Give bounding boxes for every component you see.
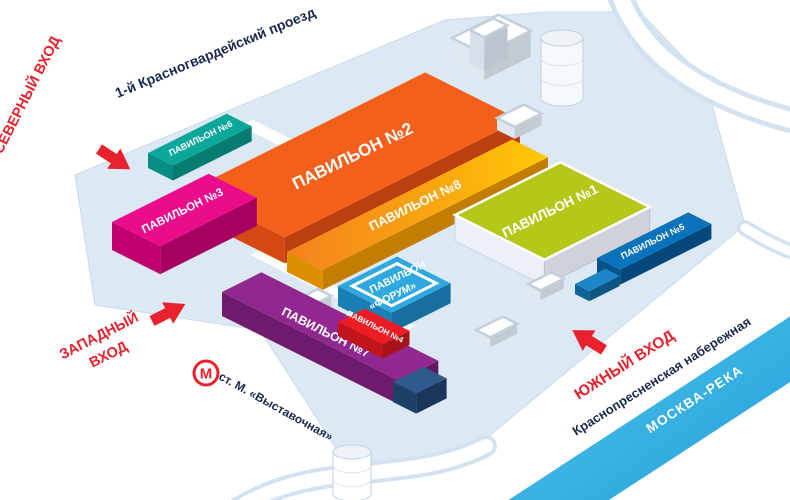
face-left xyxy=(476,330,491,348)
face-front-shade xyxy=(382,330,410,359)
entrance-north-label: СЕВЕРНЫЙ ВХОД xyxy=(0,32,64,156)
roof xyxy=(287,139,548,270)
pav5-annex xyxy=(575,268,620,302)
white-south xyxy=(473,315,520,348)
pavilion-4: ПАВИЛЬОН №4 xyxy=(338,308,410,359)
roof xyxy=(525,271,567,292)
cylinder-rib xyxy=(540,77,584,87)
face-left xyxy=(222,292,399,405)
glass-block xyxy=(393,366,447,414)
face-front xyxy=(589,276,620,302)
entrance-north-arrow-icon xyxy=(96,144,131,170)
face-left xyxy=(452,38,485,81)
roof xyxy=(338,256,451,313)
roof xyxy=(148,113,252,166)
roof xyxy=(467,17,511,39)
tank xyxy=(540,29,584,107)
cylinder-rib xyxy=(332,479,372,488)
roof xyxy=(112,173,257,247)
moskva-river xyxy=(508,316,790,500)
entrance-west-arrow-icon xyxy=(149,302,186,326)
white-east xyxy=(525,271,567,301)
face-front-shade xyxy=(322,157,548,290)
road-southeast xyxy=(740,223,790,256)
entrance-south-arrow-icon xyxy=(572,330,607,355)
cooling-tower xyxy=(332,444,372,500)
face-left xyxy=(338,322,383,359)
face-front-shade xyxy=(544,207,650,286)
roof xyxy=(338,308,410,345)
face-front xyxy=(514,113,542,139)
face-front xyxy=(490,323,518,348)
face-left xyxy=(393,382,417,414)
roof xyxy=(494,103,545,129)
road-northeast xyxy=(613,0,790,128)
cylinder-body xyxy=(332,451,372,500)
face-left xyxy=(112,222,161,275)
roof xyxy=(452,160,653,262)
pavilion-1: ПАВИЛЬОН №1 xyxy=(452,160,653,287)
face-front xyxy=(322,157,548,290)
cylinder-rib xyxy=(540,57,584,67)
face-front-shade xyxy=(620,224,712,285)
face-front xyxy=(382,330,410,359)
face-front-shade xyxy=(490,323,518,348)
pavilion-8: ПАВИЛЬОН №8 xyxy=(287,139,548,290)
face-front xyxy=(173,126,252,181)
roof xyxy=(597,212,712,270)
pavilion-3: ПАВИЛЬОН №3 xyxy=(112,173,257,275)
roof-inset xyxy=(348,261,440,308)
face-front xyxy=(416,378,447,414)
cylinder-top xyxy=(332,444,372,460)
face-front-shade xyxy=(173,126,252,181)
metro-letter: М xyxy=(200,366,213,383)
cylinder-body xyxy=(540,37,584,107)
face-left xyxy=(470,30,485,72)
pavilion-forum: ПАВИЛЬОН«ФОРУМ» xyxy=(338,256,451,333)
face-left xyxy=(575,284,590,302)
cylinder-rib xyxy=(332,465,372,474)
face-front xyxy=(160,197,257,275)
metro-icon xyxy=(192,359,220,387)
face-front xyxy=(620,224,712,285)
pavilion-5: ПАВИЛЬОН №5 xyxy=(597,212,712,285)
face-front xyxy=(484,25,508,72)
face-front-shade xyxy=(484,25,508,72)
entrance-south: ЮЖНЫЙ ВХОД xyxy=(571,326,678,403)
face-front-shade xyxy=(416,378,447,414)
face-left xyxy=(148,153,173,181)
cylinder-top xyxy=(540,29,584,47)
entrance-north: СЕВЕРНЫЙ ВХОД xyxy=(0,32,131,170)
face-left xyxy=(287,252,323,290)
roof xyxy=(473,315,520,339)
roof xyxy=(575,268,620,292)
face-left xyxy=(528,284,541,301)
face-left xyxy=(497,118,515,139)
metro-station-sign: М xyxy=(192,359,220,387)
face-front-shade xyxy=(160,197,257,275)
steps-block xyxy=(494,103,545,139)
face-front-shade xyxy=(514,113,542,139)
roof xyxy=(393,366,447,394)
face-front-shade xyxy=(540,278,564,301)
face-front xyxy=(540,278,564,301)
face-front xyxy=(391,283,451,333)
face-front-shade xyxy=(391,283,451,333)
roof xyxy=(190,72,520,238)
face-front-shade xyxy=(589,276,620,302)
white-tower xyxy=(467,17,511,72)
pavilion-6: ПАВИЛЬОН №6 xyxy=(148,113,252,181)
